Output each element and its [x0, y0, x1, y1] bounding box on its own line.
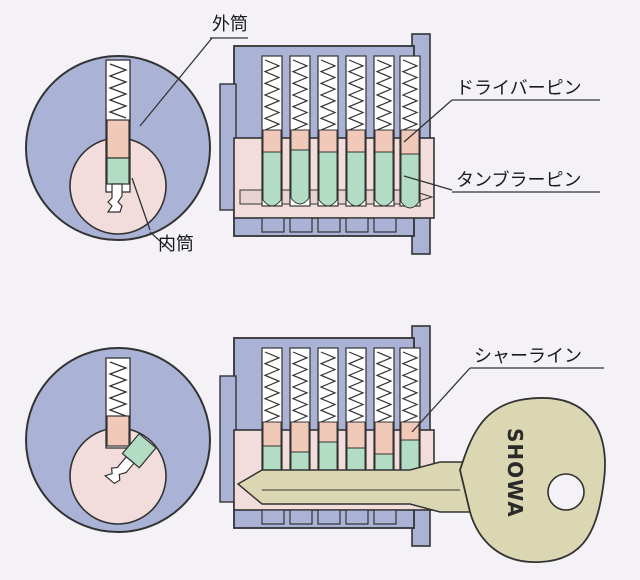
- locked-spring-5: [375, 59, 393, 131]
- tumbler-pin-front: [106, 157, 130, 185]
- locked-driver-pin-5: [374, 129, 394, 153]
- locked-tumbler-pin-2: [290, 149, 310, 205]
- pin-stacks-locked: [261, 55, 421, 209]
- unlocked-spring-4: [347, 351, 365, 423]
- key-blade: [236, 461, 471, 513]
- locked-spring-2: [291, 59, 309, 131]
- locked-spring-3: [319, 59, 337, 131]
- unlocked-spring-6: [401, 351, 419, 423]
- unlocked-spring-5: [375, 351, 393, 423]
- locked-driver-pin-1: [262, 129, 282, 153]
- locked-tumbler-pin-4: [346, 151, 366, 207]
- unlocked-driver-pin-4: [346, 421, 366, 449]
- housing-bottom-ribs-2: [261, 509, 397, 525]
- driver-pin-front-2: [106, 415, 130, 447]
- unlocked-driver-pin-2: [290, 421, 310, 453]
- locked-driver-pin-3: [318, 129, 338, 153]
- driver-pin-front: [106, 119, 130, 159]
- label-driver-pin: ドライバーピン: [456, 78, 582, 99]
- unlocked-driver-pin-3: [318, 421, 338, 443]
- locked-tumbler-pin-3: [318, 151, 338, 207]
- leader-lines-top: [131, 37, 600, 251]
- key: SHOWA: [236, 397, 606, 563]
- locked-driver-pin-6: [400, 129, 420, 155]
- keyway-front-2: [103, 455, 135, 485]
- keyway-front: [106, 183, 123, 213]
- label-outer-cylinder: 外筒: [212, 14, 248, 35]
- leader-lines-bottom: [411, 367, 604, 433]
- unlocked-driver-pin-6: [400, 421, 420, 441]
- housing-bottom-ribs: [261, 217, 397, 233]
- locked-driver-pin-2: [290, 129, 310, 151]
- key-bow: [459, 397, 606, 563]
- unlocked-spring-2: [291, 351, 309, 423]
- key-hole: [547, 473, 585, 511]
- unlocked-state-view: SHOWA シャーライン: [25, 325, 606, 563]
- unlocked-driver-pin-5: [374, 421, 394, 455]
- locked-tumbler-pin-1: [262, 151, 282, 207]
- key-brand-text: SHOWA: [503, 428, 527, 518]
- spring-front: [108, 63, 128, 119]
- locked-tumbler-pin-6: [400, 153, 420, 209]
- unlocked-driver-pin-1: [262, 421, 282, 447]
- front-view-locked: [25, 55, 211, 241]
- unlocked-spring-3: [319, 351, 337, 423]
- unlocked-spring-1: [263, 351, 281, 423]
- front-view-unlocked: [25, 347, 211, 533]
- label-shear-line: シャーライン: [474, 346, 582, 367]
- locked-driver-pin-4: [346, 129, 366, 153]
- spring-front-2: [108, 361, 128, 417]
- locked-state-view: 外筒 内筒 ドライバーピン タンブラーピン: [25, 14, 600, 255]
- label-tumbler-pin: タンブラーピン: [456, 169, 581, 191]
- locked-spring-6: [401, 59, 419, 131]
- locked-spring-4: [347, 59, 365, 131]
- label-inner-cylinder: 内筒: [158, 234, 194, 255]
- locked-tumbler-pin-5: [374, 151, 394, 207]
- locked-spring-1: [263, 59, 281, 131]
